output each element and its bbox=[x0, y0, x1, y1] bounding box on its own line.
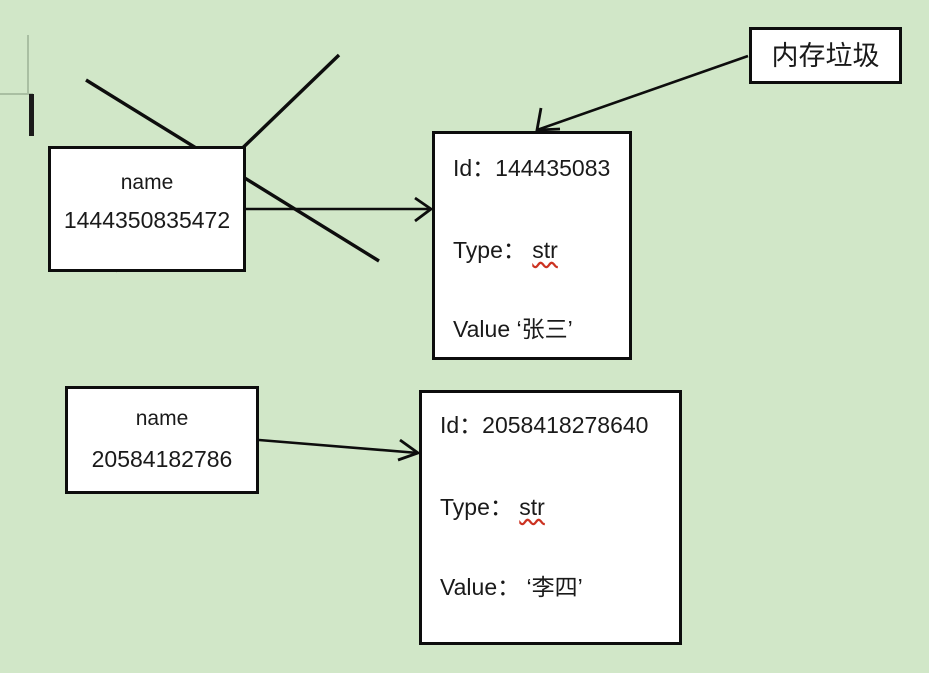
variable-address-value: 1444350835472 bbox=[63, 207, 231, 233]
text-caret bbox=[29, 94, 34, 136]
garbage-annotation-box[interactable]: 内存垃圾 bbox=[749, 27, 902, 84]
object-id-line: Id：144435083 bbox=[453, 155, 611, 181]
arrow-name2-to-obj2-head bbox=[397, 438, 421, 462]
arrow-name1-to-obj1-head bbox=[414, 196, 434, 223]
margin-guide-vertical bbox=[27, 35, 29, 95]
arrow-garbage-to-obj1-shaft bbox=[536, 54, 749, 132]
arrow-name2-to-obj2-shaft bbox=[258, 438, 419, 455]
object-value-label: Value bbox=[453, 316, 511, 342]
variable-name-label: name bbox=[120, 171, 174, 194]
object-type-line: Type： str bbox=[453, 237, 558, 263]
variable-name-label: name bbox=[135, 407, 189, 430]
object-value-text: ‘张三’ bbox=[516, 316, 573, 342]
variable-box-name-2[interactable]: name 20584182786 bbox=[65, 386, 259, 494]
variable-box-name-1-content: name 1444350835472 bbox=[51, 149, 243, 269]
object-box-2[interactable]: Id：2058418278640 Type： str Value： ‘李四’ bbox=[419, 390, 682, 645]
garbage-annotation-label: 内存垃圾 bbox=[771, 41, 880, 71]
variable-box-name-2-content: name 20584182786 bbox=[68, 389, 256, 491]
object-box-1[interactable]: Id：144435083 Type： str Value ‘张三’ bbox=[432, 131, 632, 360]
object-value-label: Value： bbox=[440, 574, 521, 600]
object-box-1-content: Id：144435083 Type： str Value ‘张三’ bbox=[435, 134, 629, 357]
object-type-value: str bbox=[532, 237, 558, 263]
object-type-label: Type： bbox=[453, 237, 526, 263]
variable-address-value: 20584182786 bbox=[91, 446, 233, 472]
object-value-text: ‘李四’ bbox=[526, 574, 583, 600]
margin-guide-horizontal bbox=[0, 93, 33, 95]
variable-box-name-1[interactable]: name 1444350835472 bbox=[48, 146, 246, 272]
object-type-line: Type： str bbox=[440, 494, 545, 520]
object-type-label: Type： bbox=[440, 494, 513, 520]
object-value-line: Value ‘张三’ bbox=[453, 316, 573, 342]
object-box-2-content: Id：2058418278640 Type： str Value： ‘李四’ bbox=[422, 393, 679, 642]
object-value-line: Value： ‘李四’ bbox=[440, 574, 583, 600]
arrow-garbage-to-obj1-head bbox=[535, 107, 561, 132]
object-type-value: str bbox=[519, 494, 545, 520]
object-id-line: Id：2058418278640 bbox=[440, 412, 649, 438]
